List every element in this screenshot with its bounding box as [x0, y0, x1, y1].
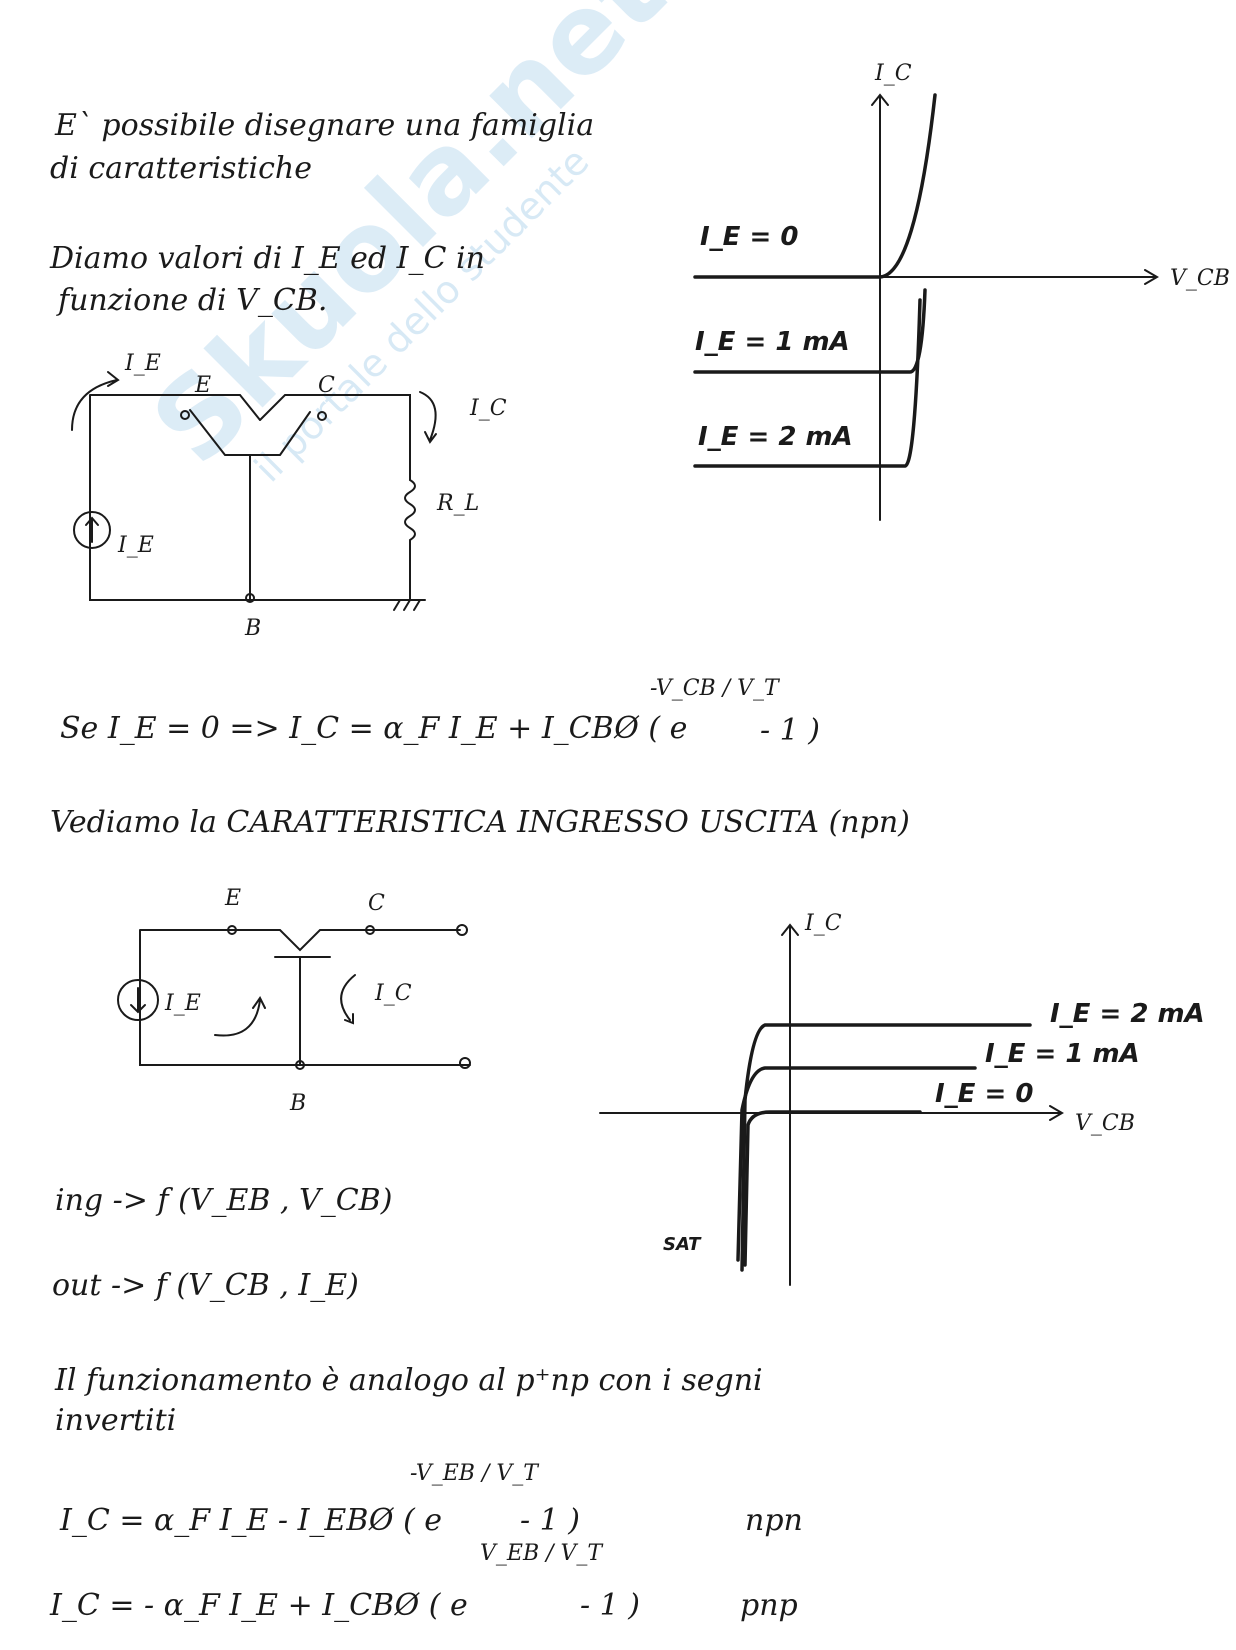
label-e: E [194, 373, 211, 398]
label-rl: R_L [436, 491, 479, 516]
equation-pnp-exponent: V_EB / V_T [480, 1541, 604, 1566]
intro-line-4: funzione di V_CB. [56, 283, 327, 318]
equation-pnp-main: I_C = - α_F I_E + I_CBØ ( e [49, 1588, 468, 1623]
equation-npn-main: I_C = α_F I_E - I_EBØ ( e [59, 1503, 442, 1538]
circuit-npn-2: E C I_E I_C B [117, 886, 471, 1116]
label2-c: C [368, 891, 385, 916]
function-input: ing -> f (V_EB , V_CB) [55, 1183, 392, 1218]
equation-npn-exponent: -V_EB / V_T [410, 1461, 540, 1486]
graph2-x-label: V_CB [1075, 1111, 1135, 1136]
heading-characteristic: Vediamo la CARATTERISTICA INGRESSO USCIT… [50, 805, 910, 840]
graph-2: I_C V_CB I_E = 2 mA I_E = 1 mA I_E = 0 S… [599, 911, 1205, 1286]
equation-npn-tail: - 1 ) [520, 1503, 580, 1538]
equation1-main: Se I_E = 0 => I_C = α_F I_E + I_CBØ ( e [60, 711, 687, 746]
label-b: B [244, 616, 261, 641]
label-source-ie: I_E [117, 533, 154, 558]
label-ic: I_C [469, 396, 507, 421]
curve-ie-0 [693, 93, 937, 279]
equation-pnp-type: pnp [740, 1588, 798, 1623]
equation-ie-zero: Se I_E = 0 => I_C = α_F I_E + I_CBØ ( e … [60, 676, 820, 748]
conclusion-line-1: Il funzionamento è analogo al p⁺np con i… [54, 1363, 763, 1398]
graph1-x-label: V_CB [1170, 266, 1230, 291]
graph2-curve-label-1: I_E = 1 mA [985, 1039, 1140, 1069]
equation-npn: I_C = α_F I_E - I_EBØ ( e -V_EB / V_T - … [59, 1461, 803, 1538]
label-ie-top: I_E [124, 351, 161, 376]
graph1-curve-label-1: I_E = 1 mA [695, 327, 850, 357]
equation1-tail: - 1 ) [760, 713, 820, 748]
curve-ie-2ma [693, 298, 922, 468]
graph2-sat-label: SAT [663, 1234, 702, 1255]
label-c: C [318, 373, 335, 398]
label2-ie: I_E [164, 991, 201, 1016]
label2-b: B [289, 1091, 306, 1116]
intro-line-1: E` possibile disegnare una famiglia [54, 108, 594, 143]
label2-e: E [224, 886, 241, 911]
curve2-ie-1ma [736, 1066, 977, 1262]
graph2-curve-label-0: I_E = 2 mA [1050, 999, 1205, 1029]
graph1-curve-label-0: I_E = 0 [700, 222, 798, 252]
label2-ic: I_C [374, 981, 412, 1006]
conclusion-line-2: invertiti [55, 1403, 176, 1438]
curve2-ie-0 [743, 1110, 922, 1267]
intro-line-3: Diamo valori di I_E ed I_C in [49, 241, 485, 276]
equation-pnp-tail: - 1 ) [580, 1588, 640, 1623]
graph2-y-label: I_C [804, 911, 842, 936]
graph2-curve-label-2: I_E = 0 [935, 1079, 1033, 1109]
graph-1: I_C V_CB I_E = 0 I_E = 1 mA I_E = 2 mA [693, 61, 1230, 521]
equation-pnp: I_C = - α_F I_E + I_CBØ ( e V_EB / V_T -… [49, 1541, 798, 1623]
graph1-y-label: I_C [874, 61, 912, 86]
equation-npn-type: npn [745, 1503, 803, 1538]
function-output: out -> f (V_CB , I_E) [52, 1268, 359, 1303]
intro-line-2: di caratteristiche [50, 151, 312, 186]
equation1-exponent: -V_CB / V_T [650, 676, 781, 701]
circuit-common-base-1: I_E E C I_C R_L I_E B [71, 351, 507, 641]
graph1-curve-label-2: I_E = 2 mA [698, 422, 853, 452]
